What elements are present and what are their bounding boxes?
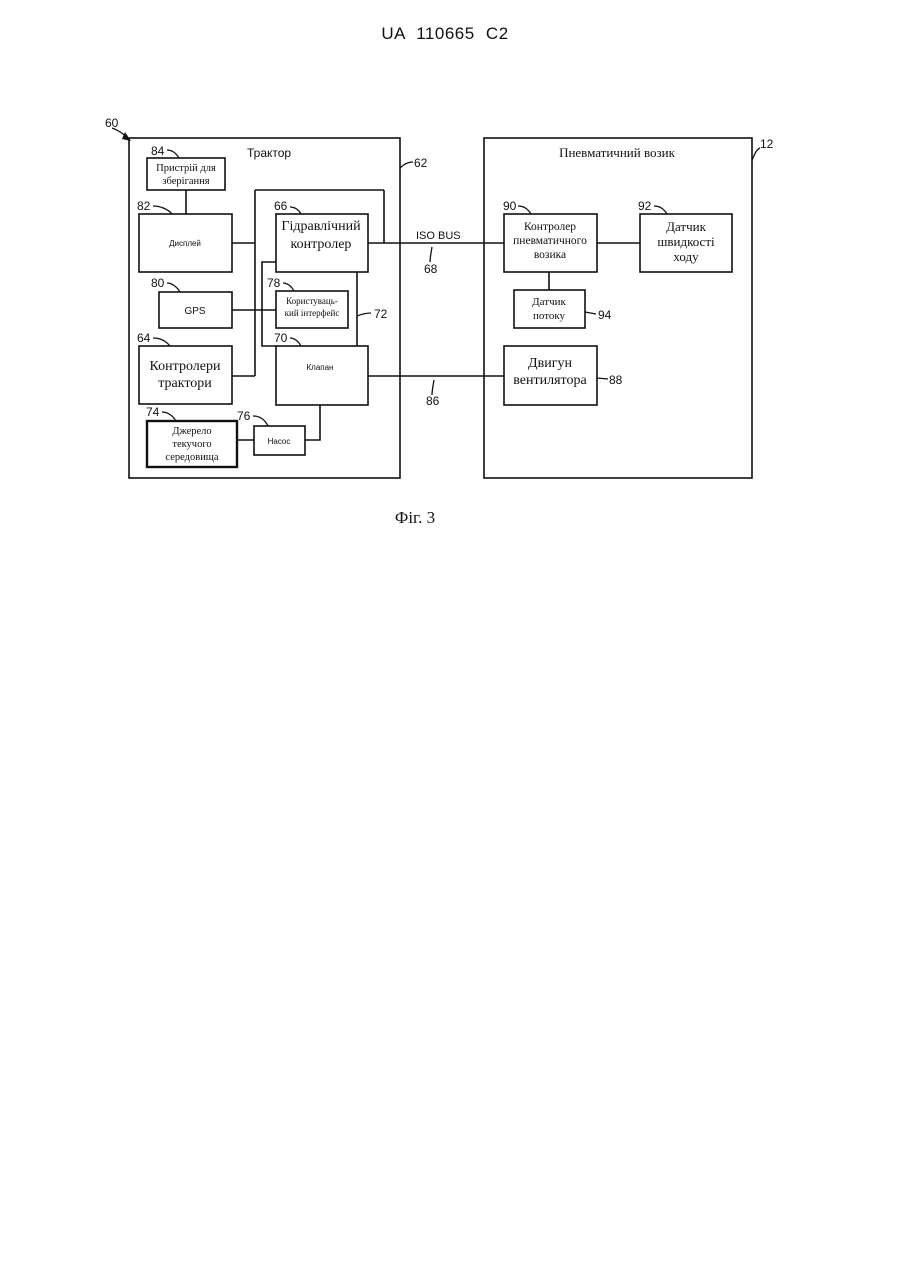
tractor-controllers-label-line1: Контролери: [150, 359, 221, 374]
gps-label: GPS: [184, 306, 205, 317]
speed-sensor-label-line1: Датчик: [666, 219, 706, 234]
speed-sensor-label-line3: ходу: [673, 249, 699, 264]
pump-label: Насос: [268, 437, 291, 446]
storage-label-line2: зберігання: [162, 176, 209, 187]
ref-74: 74: [146, 405, 160, 419]
ref-64: 64: [137, 331, 151, 345]
leader-72: [357, 313, 371, 316]
user-interface-label-line1: Користуваць-: [286, 296, 338, 306]
ref-76: 76: [237, 409, 251, 423]
speed-sensor-label-line2: швидкості: [657, 234, 715, 249]
cart-controller-label-line3: возика: [534, 249, 566, 261]
ref-84: 84: [151, 144, 165, 158]
ref-68: 68: [424, 262, 438, 276]
leader-12: [752, 148, 760, 160]
leader-68: [430, 247, 432, 262]
ref-80: 80: [151, 276, 165, 290]
leader-92: [654, 206, 667, 214]
cart-controller-label-line1: Контролер: [524, 221, 576, 233]
fan-motor-label-line2: вентилятора: [513, 373, 587, 388]
cart-controller-label-line2: пневматичного: [513, 235, 587, 247]
cart-title: Пневматичний возик: [559, 145, 676, 160]
fluid-source-label-line3: середовища: [165, 452, 218, 463]
leader-76: [253, 416, 268, 426]
tractor-controllers-block: [139, 346, 232, 404]
leader-90: [518, 206, 531, 214]
ref-62: 62: [414, 156, 428, 170]
tractor-controllers-label-line2: трактори: [158, 376, 212, 391]
tractor-box: [129, 138, 400, 478]
fluid-source-label-line1: Джерело: [172, 426, 211, 437]
ref-78: 78: [267, 276, 281, 290]
valve-block: [276, 346, 368, 405]
storage-label-line1: Пристрій для: [156, 163, 216, 174]
fluid-source-label-line2: текучого: [172, 439, 211, 450]
leader-74: [162, 412, 176, 421]
valve-label: Клапан: [307, 363, 334, 372]
leader-62: [400, 162, 413, 168]
leader-82: [153, 206, 172, 214]
isobus-label: ISO BUS: [416, 230, 461, 242]
fan-motor-label-line1: Двигун: [528, 356, 572, 371]
hydraulic-controller-label-line1: Гідравлічний: [281, 219, 361, 234]
leader-86: [432, 380, 434, 395]
ref-86: 86: [426, 394, 440, 408]
figure-caption: Фіг. 3: [350, 508, 480, 528]
ref-60: 60: [105, 116, 119, 130]
ref-88: 88: [609, 373, 623, 387]
ref-66: 66: [274, 199, 288, 213]
display-label: Дисплей: [169, 239, 201, 248]
leader-78: [283, 283, 294, 291]
ref-72: 72: [374, 307, 388, 321]
user-interface-label-line2: кий інтерфейс: [285, 308, 340, 318]
leader-80: [167, 283, 180, 292]
tractor-title: Трактор: [247, 146, 291, 160]
leader-66: [290, 207, 301, 214]
flow-sensor-label-line1: Датчик: [532, 296, 566, 308]
hydraulic-controller-label-line2: контролер: [291, 237, 352, 252]
valve-pump-link: [305, 405, 320, 440]
flow-sensor-label-line2: потоку: [533, 310, 566, 322]
ref-90: 90: [503, 199, 517, 213]
ref-94: 94: [598, 308, 612, 322]
leader-64: [153, 338, 170, 346]
leader-94: [585, 312, 596, 314]
leader-70: [290, 338, 301, 346]
leader-84: [167, 150, 179, 158]
cart-box: [484, 138, 752, 478]
leader-88: [597, 378, 608, 379]
ref-92: 92: [638, 199, 652, 213]
ref-82: 82: [137, 199, 151, 213]
ref-12: 12: [760, 137, 774, 151]
ref-70: 70: [274, 331, 288, 345]
